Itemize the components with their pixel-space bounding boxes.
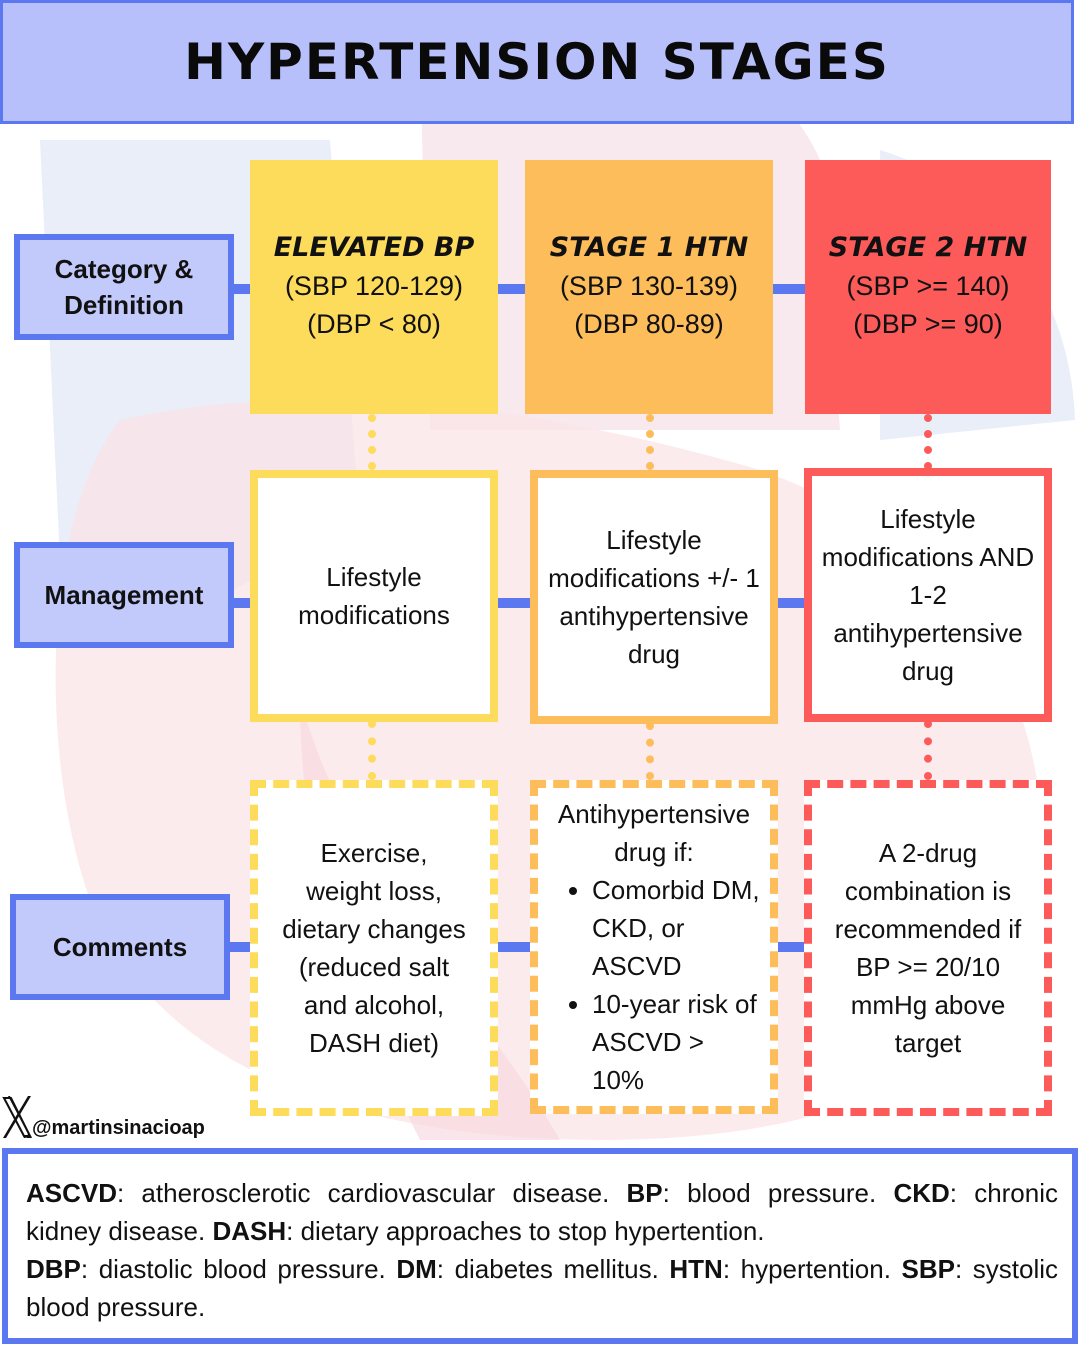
comment-text: A 2-drug combination is recommended if B… [834,838,1022,1058]
category-dbp: (DBP 80-89) [574,308,724,339]
comment-box-stage2: A 2-drug combination is recommended if B… [804,780,1052,1116]
category-dbp: (DBP >= 90) [853,308,1003,339]
category-dbp: (DBP < 80) [307,308,441,339]
connector-comments-2 [496,942,530,952]
abbreviation-glossary: ASCVD: atherosclerotic cardiovascular di… [2,1148,1078,1344]
comment-text: Exercise, weight loss, dietary changes (… [282,838,466,1058]
page-title: HYPERTENSION STAGES [184,33,890,91]
x-logo-icon [2,1096,32,1138]
glossary-term: ASCVD [26,1178,118,1208]
vertical-connector-elevated-2 [368,720,376,780]
category-name: ELEVATED BP [273,231,475,263]
management-text: Lifestyle modifications [298,562,450,630]
comment-bullet-list: Comorbid DM, CKD, or ASCVD 10-year risk … [538,871,770,1099]
category-box-elevated: ELEVATED BP (SBP 120-129) (DBP < 80) [250,160,498,414]
row-label-comments-text: Comments [52,931,188,962]
comment-bullet: 10-year risk of ASCVD > 10% [592,985,762,1099]
connector-management-3 [776,598,806,608]
category-name: STAGE 2 HTN [828,231,1028,263]
connector-category-1 [232,284,252,294]
connector-management-1 [232,598,252,608]
row-label-comments: Comments [10,894,230,1000]
glossary-definition: : chronic kidney disease. [26,1178,1059,1246]
glossary-definition: : diabetes mellitus. [436,1254,670,1284]
category-sbp: (SBP >= 140) [846,270,1010,301]
social-handle[interactable]: @martinsinacioap [2,1094,205,1140]
handle-text: @martinsinacioap [32,1117,205,1139]
row-label-management-text: Management [44,579,204,610]
row-label-management: Management [14,542,234,648]
glossary-paragraph-2: DBP: diastolic blood pressure. DM: diabe… [26,1250,1058,1326]
glossary-definition: : diastolic blood pressure. [80,1254,397,1284]
comment-box-elevated: Exercise, weight loss, dietary changes (… [250,780,498,1116]
vertical-connector-elevated-1 [368,414,376,470]
vertical-connector-stage1-2 [646,722,654,780]
category-sbp: (SBP 120-129) [284,270,464,301]
category-box-stage1: STAGE 1 HTN (SBP 130-139) (DBP 80-89) [525,160,773,414]
glossary-term: SBP [901,1254,955,1284]
glossary-paragraph-1: ASCVD: atherosclerotic cardiovascular di… [26,1174,1058,1250]
glossary-definition: : atherosclerotic cardiovascular disease… [117,1178,627,1208]
glossary-term: DBP [26,1254,81,1284]
connector-comments-3 [776,942,806,952]
glossary-term: HTN [669,1254,723,1284]
comment-intro: Antihypertensive drug if: [557,799,751,867]
connector-comments-1 [228,942,252,952]
connector-category-2 [496,284,526,294]
glossary-definition: : systolic blood pressure. [26,1254,1058,1322]
connector-management-2 [496,598,530,608]
management-text: Lifestyle modifications +/- 1 antihypert… [548,525,760,669]
vertical-connector-stage1-1 [646,414,654,470]
connector-category-3 [772,284,806,294]
category-sbp: (SBP 130-139) [559,270,739,301]
title-banner: HYPERTENSION STAGES [0,0,1074,124]
glossary-definition: : blood pressure. [662,1178,894,1208]
glossary-definition: : hypertention. [722,1254,902,1284]
row-label-category: Category & Definition [14,234,234,340]
management-text: Lifestyle modifications AND 1-2 antihype… [821,504,1035,686]
glossary-term: CKD [893,1178,950,1208]
comment-box-stage1: Antihypertensive drug if: Comorbid DM, C… [530,780,778,1114]
row-label-category-text: Category & Definition [54,253,194,320]
glossary-term: DASH [212,1216,287,1246]
management-box-stage1: Lifestyle modifications +/- 1 antihypert… [530,470,778,724]
glossary-term: BP [626,1178,663,1208]
vertical-connector-stage2-1 [924,414,932,470]
vertical-connector-stage2-2 [924,720,932,780]
glossary-term: DM [396,1254,437,1284]
glossary-definition: : dietary approaches to stop hypertentio… [286,1216,765,1246]
category-box-stage2: STAGE 2 HTN (SBP >= 140) (DBP >= 90) [805,160,1051,414]
management-box-stage2: Lifestyle modifications AND 1-2 antihype… [804,468,1052,722]
comment-bullet: Comorbid DM, CKD, or ASCVD [592,871,762,985]
category-name: STAGE 1 HTN [549,231,749,263]
management-box-elevated: Lifestyle modifications [250,470,498,722]
